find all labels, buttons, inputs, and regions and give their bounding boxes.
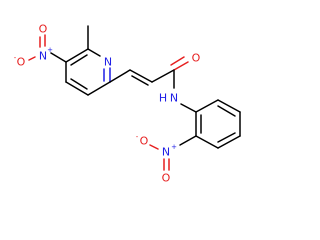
atom-nitro1-oxygen-double: O: [39, 23, 48, 36]
structure-diagram: N N + O - O O N H N + O - O: [14, 23, 241, 185]
bond-vinyl-double-outer: [129, 69, 153, 83]
bond-ring-c3-c4-outer: [65, 81, 89, 96]
bond-ring-c2-c3: [87, 81, 111, 96]
bond-ring-c3-c4-inner: [70, 78, 88, 90]
bond-benz-c2-c3-outer: [217, 99, 241, 113]
bond-c2-vinyl1: [109, 69, 131, 83]
bond-nitro2-n-o-single: [149, 144, 159, 150]
atom-carbonyl-oxygen: O: [192, 52, 201, 65]
atom-nitro2-oxygen-double: O: [162, 172, 171, 185]
bond-benz-c2-c3-inner: [217, 105, 236, 117]
bond-benz-c1-c2: [195, 99, 219, 113]
bond-vinyl2-carbonyl: [151, 69, 175, 83]
charge-nitro2-minus: -: [136, 133, 139, 141]
bond-benz-c4-c5-inner: [217, 132, 236, 143]
bond-c5-nitro1-n: [50, 52, 67, 63]
atom-nitro2-oxygen-single: O: [140, 135, 149, 148]
charge-nitro2-plus: +: [171, 143, 177, 151]
atom-nitro1-nitrogen: N: [39, 50, 47, 63]
atom-nitro1-oxygen-single: O: [17, 56, 26, 69]
bond-benz-nitro2-n: [179, 135, 197, 146]
charge-nitro1-minus: -: [14, 54, 17, 62]
atom-amide-hydrogen: H: [159, 92, 167, 105]
bond-vinyl-double-inner: [131, 75, 149, 86]
bond-amide-n-aryl: [180, 103, 197, 113]
bond-carbonyl-inner: [170, 56, 185, 66]
bond-ring-c5-c6-outer: [65, 48, 89, 63]
charge-nitro1-plus: +: [47, 46, 53, 54]
atom-amide-nitrogen: N: [170, 92, 178, 105]
bond-benz-c4-c5-outer: [217, 135, 241, 149]
bond-carbonyl-outer: [173, 61, 189, 71]
bond-ring-c6-n1: [87, 48, 101, 57]
atom-nitro2-nitrogen: N: [162, 146, 170, 159]
atom-ring-nitrogen: N: [104, 56, 112, 69]
bond-benz-c5-c6: [195, 135, 219, 149]
bond-ring-c5-c6-inner: [70, 54, 88, 66]
bond-nitro1-n-o-single: [28, 56, 36, 61]
structure-canvas: N N + O - O O N H N + O - O: [13, 22, 241, 185]
